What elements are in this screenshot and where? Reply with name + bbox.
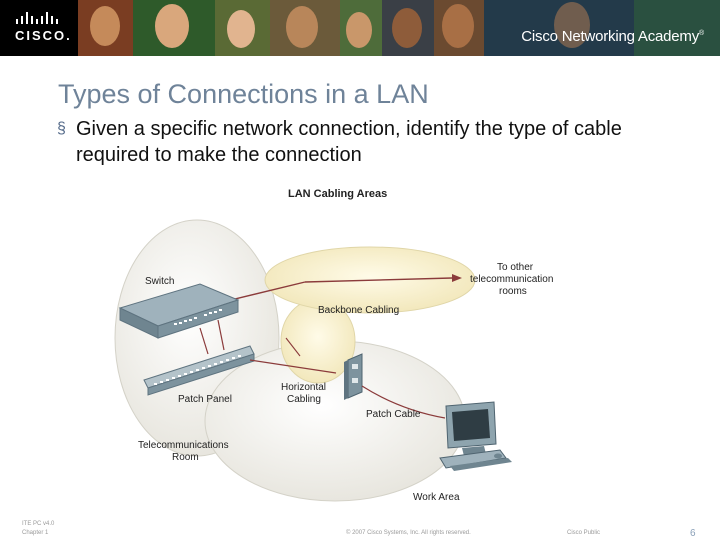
label-to-other: rooms xyxy=(499,286,527,297)
backbone-cable xyxy=(304,277,453,283)
label-telecom-room: Telecommunications xyxy=(138,440,229,451)
bullet-point: § Given a specific network connection, i… xyxy=(57,116,697,168)
patch-panel-icon xyxy=(143,345,255,396)
label-patch-panel: Patch Panel xyxy=(178,394,232,405)
footer-copyright: © 2007 Cisco Systems, Inc. All rights re… xyxy=(346,530,471,536)
bullet-marker-icon: § xyxy=(57,120,66,137)
horizontal-cable xyxy=(249,359,337,374)
diagram-title: LAN Cabling Areas xyxy=(288,188,387,200)
cisco-logo-text: CISCO. xyxy=(15,28,72,43)
banner-photo xyxy=(484,0,720,56)
banner-photo xyxy=(133,0,215,56)
wall-outlet-icon xyxy=(344,353,363,400)
label-patch-cable: Patch Cable xyxy=(366,409,421,420)
cisco-logo: CISCO. xyxy=(0,0,78,56)
patch-cable xyxy=(361,385,446,419)
label-work-area: Work Area xyxy=(413,492,460,503)
label-horizontal-cabling: Horizontal xyxy=(281,382,326,393)
slide-title: Types of Connections in a LAN xyxy=(58,79,429,109)
computer-icon xyxy=(439,401,512,471)
label-horizontal-cabling: Cabling xyxy=(287,394,321,405)
horizontal-cable xyxy=(285,337,301,357)
banner-photo xyxy=(382,0,434,56)
footer-chapter: Chapter 1 xyxy=(22,530,49,536)
label-to-other: telecommunication xyxy=(470,274,553,285)
label-backbone-cabling: Backbone Cabling xyxy=(318,305,399,316)
cisco-bars-icon xyxy=(16,12,58,24)
academy-title: Cisco Networking Academy® xyxy=(521,28,704,45)
switch-icon xyxy=(118,283,240,339)
banner-photo xyxy=(340,0,382,56)
patch-cord xyxy=(199,327,209,355)
header-banner: CISCO. Cisco Networking Academy® xyxy=(0,0,720,56)
footer-classification: Cisco Public xyxy=(567,530,601,536)
banner-photo xyxy=(270,0,340,56)
label-to-other: To other xyxy=(497,262,534,273)
lan-cabling-diagram: LAN Cabling Areas xyxy=(114,188,553,503)
patch-cord xyxy=(217,319,225,351)
bullet-text: Given a specific network connection, ide… xyxy=(76,118,622,166)
banner-photo xyxy=(434,0,484,56)
footer-course: ITE PC v4.0 xyxy=(22,521,55,527)
label-telecom-room: Room xyxy=(172,452,199,463)
page-number: 6 xyxy=(690,528,696,539)
banner-photo xyxy=(215,0,270,56)
label-switch: Switch xyxy=(145,276,174,287)
banner-photo xyxy=(78,0,133,56)
arrow-right-icon xyxy=(452,274,462,282)
